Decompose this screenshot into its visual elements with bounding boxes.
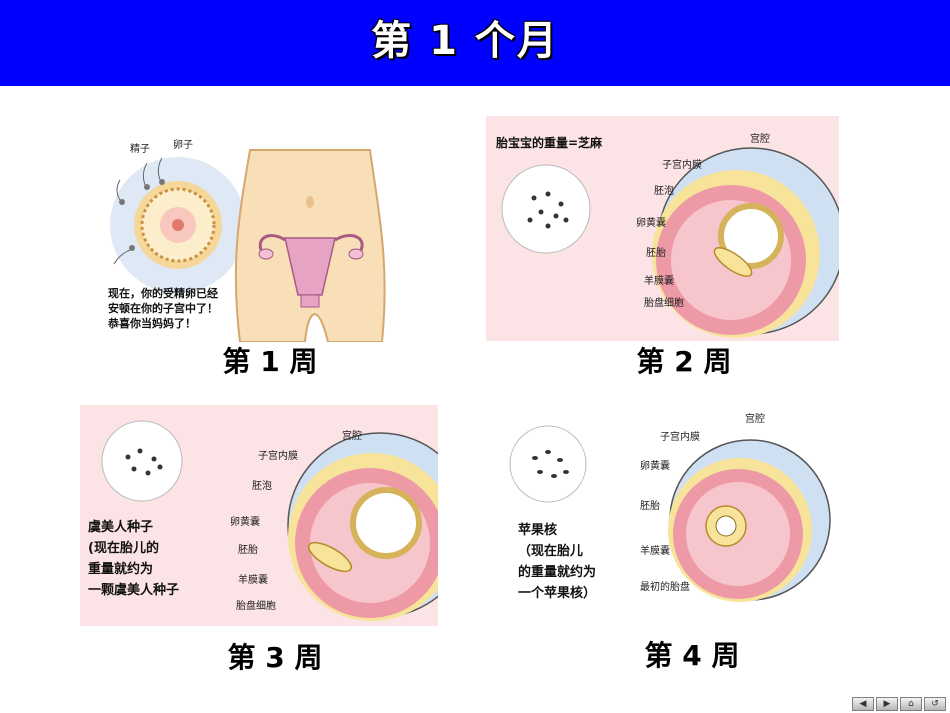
embryo-diagram-week3: [101, 420, 438, 621]
week4-caption: 第 4 周: [644, 639, 740, 672]
prev-icon[interactable]: ◀: [852, 697, 874, 711]
uterine-cavity-label: 宫腔: [342, 431, 362, 442]
home-icon[interactable]: ⌂: [900, 697, 922, 711]
uterine-cavity-label: 宫腔: [745, 414, 765, 425]
fertilization-illustration: [110, 149, 386, 342]
first-placenta-label: 最初的胎盘: [640, 582, 690, 593]
title-bar: 第 1 个月: [0, 0, 950, 86]
week3-illustration: 虞美人种子 (现在胎儿的 重量就约为 一颗虞美人种子 宫腔 子宫内膜 胚泡 卵黄…: [80, 405, 438, 626]
week3-caption: 第 3 周: [227, 641, 323, 674]
embryo-diagram-week2: [501, 147, 839, 338]
embryo-label: 胚胎: [640, 501, 660, 512]
uterine-cavity-label: 宫腔: [750, 134, 770, 145]
slide-title: 第 1 个月: [371, 18, 559, 64]
week2-caption: 第 2 周: [636, 345, 732, 378]
endometrium-label: 子宫内膜: [660, 432, 700, 443]
embryo-diagram-week4: [509, 425, 831, 602]
yolk-sac-label: 卵黄囊: [640, 461, 670, 472]
week1-note: 现在，你的受精卵已经 安顿在你的子宫中了！ 恭喜你当妈妈了！: [108, 287, 218, 330]
week3-note: 虞美人种子 (现在胎儿的 重量就约为 一颗虞美人种子: [88, 520, 180, 598]
embryo-label: 胚胎: [238, 545, 258, 556]
placental-cells-label: 胎盘细胞: [644, 298, 684, 309]
yolk-sac-label: 卵黄囊: [230, 517, 260, 528]
amniotic-sac-label: 羊膜囊: [640, 546, 670, 557]
placental-cells-label: 胎盘细胞: [236, 601, 276, 612]
week1-illustration: 精子 卵子 现在，你的受精卵已经 安顿在你的子宫中了！ 恭喜你当妈妈了！: [90, 110, 390, 342]
week4-note: 苹果核 （现在胎儿 的重量就约为 一个苹果核）: [518, 523, 597, 601]
week2-illustration: 胎宝宝的重量=芝麻 宫腔 子宫内膜 胚泡 卵黄囊 胚胎 羊膜囊 胎盘细胞: [486, 116, 839, 341]
endometrium-label: 子宫内膜: [258, 451, 298, 462]
return-icon[interactable]: ↺: [924, 697, 946, 711]
endometrium-label: 子宫内膜: [662, 160, 702, 171]
yolk-sac-label: 卵黄囊: [636, 218, 666, 229]
amniotic-sac-label: 羊膜囊: [644, 276, 674, 287]
embryo-label: 胚胎: [646, 248, 666, 259]
blastocyst-label: 胚泡: [654, 186, 674, 197]
next-icon[interactable]: ▶: [876, 697, 898, 711]
egg-label: 卵子: [173, 140, 193, 151]
sperm-label: 精子: [130, 144, 150, 155]
slide-navigation: ◀ ▶ ⌂ ↺: [852, 697, 948, 711]
week4-illustration: 苹果核 （现在胎儿 的重量就约为 一个苹果核） 宫腔 子宫内膜 卵黄囊 胚胎 羊…: [490, 402, 840, 624]
blastocyst-label: 胚泡: [252, 481, 272, 492]
week2-heading: 胎宝宝的重量=芝麻: [496, 136, 603, 150]
amniotic-sac-label: 羊膜囊: [238, 575, 268, 586]
week1-caption: 第 1 周: [222, 345, 318, 378]
